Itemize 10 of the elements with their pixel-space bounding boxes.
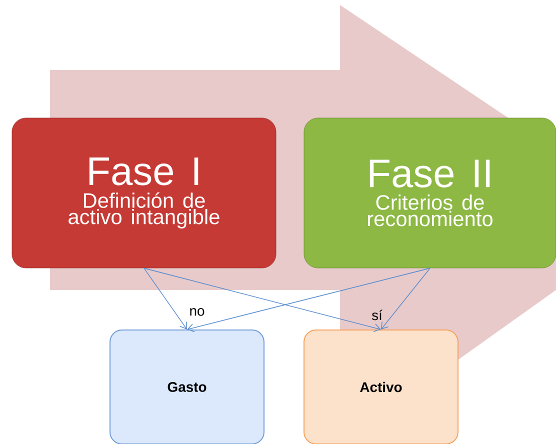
edge-label: sí	[372, 310, 382, 320]
arrow	[144, 268, 381, 332]
arrow	[144, 268, 187, 330]
arrow	[187, 268, 430, 332]
result-box: Gasto	[110, 329, 264, 444]
edge-label: no	[190, 308, 204, 316]
arrow	[381, 268, 430, 330]
phase-box: Fase II Criterios de reconomiento	[304, 118, 556, 268]
phase-box: Fase I Definición de activo intangible	[12, 118, 276, 268]
result-box: Activo	[304, 329, 458, 444]
